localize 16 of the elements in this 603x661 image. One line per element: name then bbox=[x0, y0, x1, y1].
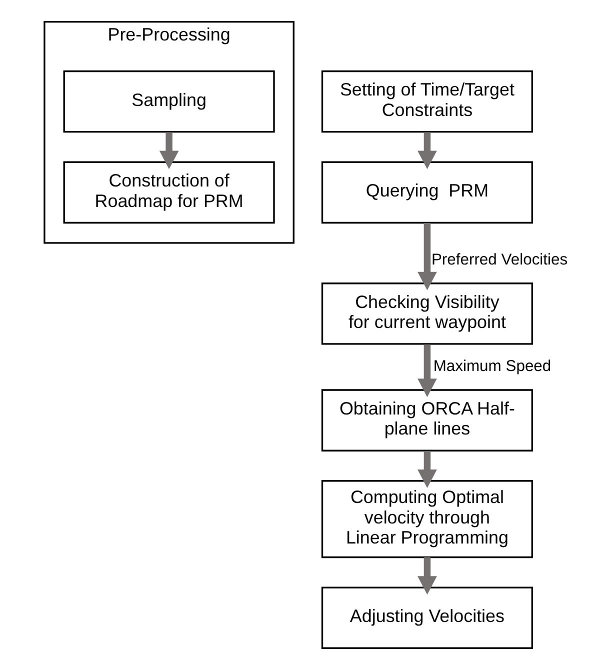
node-box: Querying PRM bbox=[321, 161, 533, 224]
arrow bbox=[159, 132, 179, 170]
edge-label: Maximum Speed bbox=[433, 358, 552, 376]
arrow bbox=[418, 557, 437, 595]
node-box: Sampling bbox=[63, 70, 275, 133]
arrow bbox=[418, 450, 437, 488]
arrow bbox=[418, 344, 437, 398]
node-box: Adjusting Velocities bbox=[321, 586, 533, 649]
node-box: Construction of Roadmap for PRM bbox=[63, 161, 275, 224]
node-box: Computing Optimal velocity through Linear Programming bbox=[321, 480, 533, 558]
arrow bbox=[418, 222, 437, 290]
node-box: Setting of Time/Target Constraints bbox=[321, 70, 533, 133]
node-box: Checking Visibility for current waypoint bbox=[321, 282, 533, 345]
arrow bbox=[418, 132, 437, 170]
edge-label: Preferred Velocities bbox=[431, 252, 568, 269]
node-box: Obtaining ORCA Half-plane lines bbox=[321, 389, 533, 452]
